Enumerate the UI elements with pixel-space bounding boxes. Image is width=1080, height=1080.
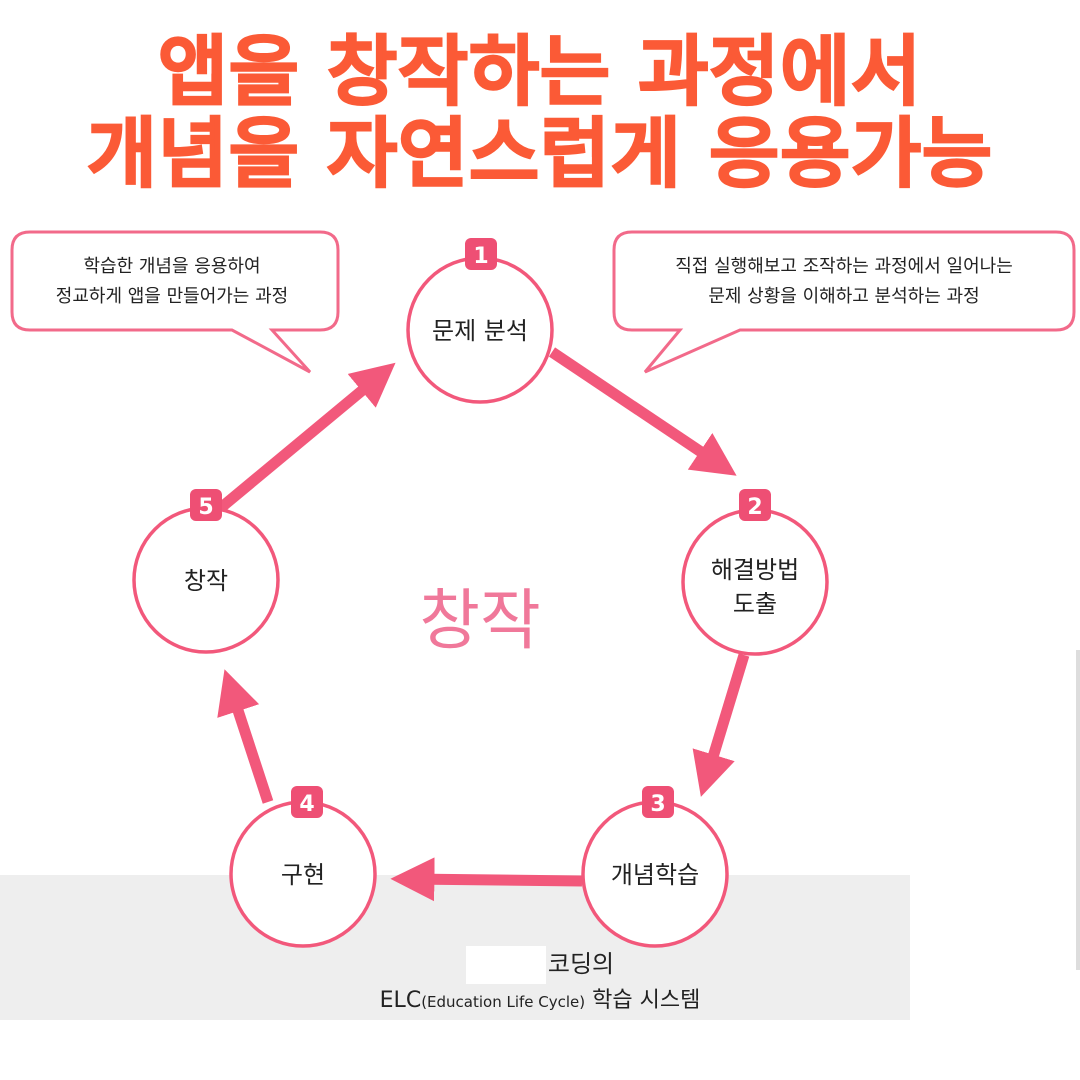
footer-background bbox=[0, 875, 910, 1020]
footer-line-1-text: 코딩의 bbox=[547, 950, 615, 978]
footer-system: 학습 시스템 bbox=[592, 988, 701, 1013]
arrow-2-to-3 bbox=[692, 653, 750, 797]
bubble-left-line-1: 학습한 개념을 응용하여 bbox=[83, 256, 260, 277]
node-3-label: 개념학습 bbox=[611, 861, 699, 889]
edge-strip bbox=[1076, 650, 1080, 970]
arrow-1-to-2 bbox=[548, 347, 737, 476]
node-5-label: 창작 bbox=[184, 567, 228, 595]
node-2-label-line-2: 도출 bbox=[733, 590, 777, 618]
node-1: 1 문제 분석 bbox=[406, 238, 554, 404]
footer-line-1: 코딩의 bbox=[0, 944, 1080, 984]
bubble-left: 학습한 개념을 응용하여 정교하게 앱을 만들어가는 과정 bbox=[10, 230, 340, 374]
node-1-label: 문제 분석 bbox=[432, 317, 528, 345]
bubble-right-line-1: 직접 실행해보고 조작하는 과정에서 일어나는 bbox=[675, 256, 1013, 277]
node-2-badge bbox=[739, 489, 771, 521]
node-4-badge bbox=[291, 786, 323, 818]
arrow-5-to-1 bbox=[213, 362, 396, 516]
node-2-label-line-1: 해결방법 bbox=[711, 556, 799, 584]
footer-line-2: ELC(Education Life Cycle) 학습 시스템 bbox=[0, 982, 1080, 1014]
bubble-left-line-2: 정교하게 앱을 만들어가는 과정 bbox=[56, 286, 288, 307]
bubble-right: 직접 실행해보고 조작하는 과정에서 일어나는 문제 상황을 이해하고 분석하는… bbox=[612, 230, 1076, 374]
node-4: 4 구현 bbox=[229, 786, 377, 948]
node-1-badge bbox=[465, 238, 497, 270]
center-label: 창작 bbox=[419, 582, 540, 659]
footer-elc-expansion: (Education Life Cycle) bbox=[421, 993, 586, 1011]
footer-elc: ELC bbox=[379, 988, 422, 1013]
arrow-3-to-4 bbox=[390, 857, 583, 902]
node-4-number: 4 bbox=[299, 792, 314, 817]
title-line-2: 개념을 자연스럽게 응용가능 bbox=[86, 109, 993, 198]
node-1-number: 1 bbox=[473, 244, 488, 269]
node-3: 3 개념학습 bbox=[581, 786, 729, 948]
bubble-right-line-2: 문제 상황을 이해하고 분석하는 과정 bbox=[708, 286, 979, 307]
redacted-box bbox=[465, 946, 546, 984]
node-3-badge bbox=[642, 786, 674, 818]
node-5-number: 5 bbox=[198, 495, 213, 520]
node-2: 2 해결방법 도출 bbox=[681, 489, 829, 656]
node-4-label: 구현 bbox=[281, 861, 325, 889]
node-3-number: 3 bbox=[650, 792, 665, 817]
node-2-number: 2 bbox=[747, 495, 762, 520]
arrow-4-to-5 bbox=[217, 669, 274, 804]
title-line-1: 앱을 창작하는 과정에서 bbox=[157, 27, 923, 116]
node-5-badge bbox=[190, 489, 222, 521]
node-5: 5 창작 bbox=[132, 489, 280, 654]
